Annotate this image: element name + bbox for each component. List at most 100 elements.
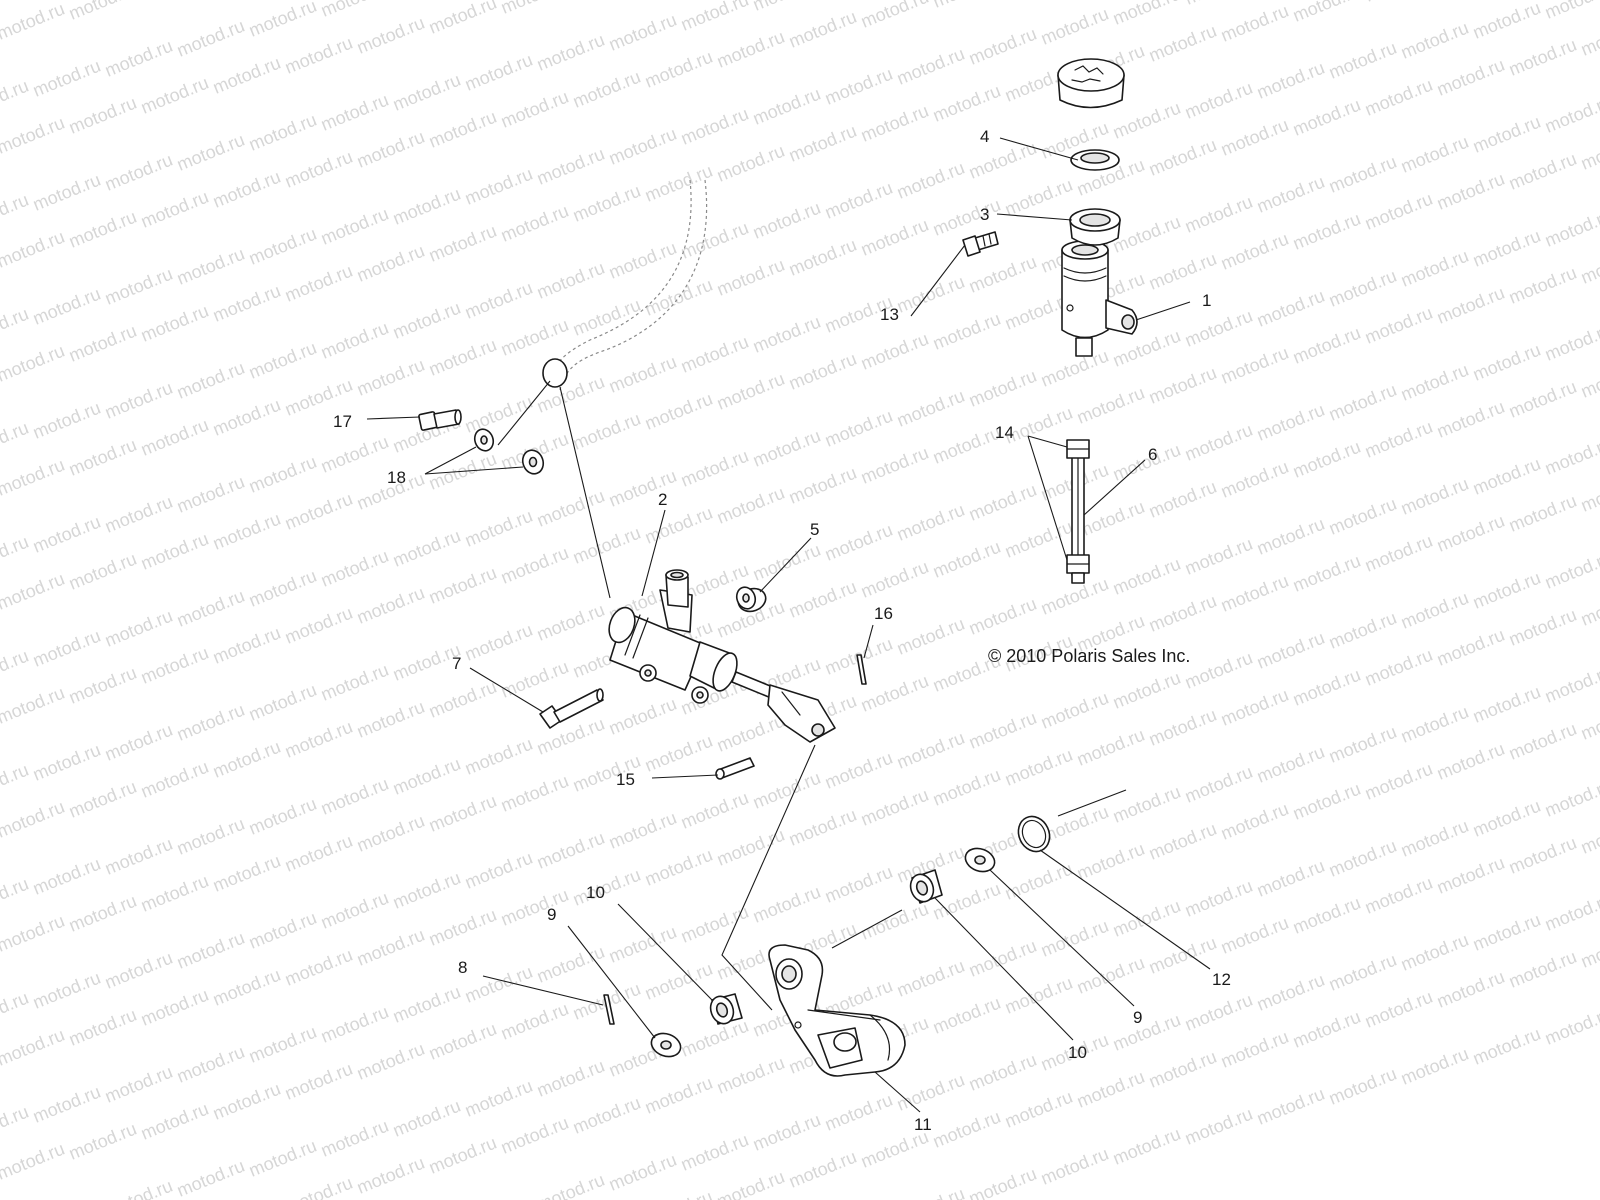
watermark-text: motod.ru (750, 1110, 823, 1155)
watermark-text: motod.ru (1434, 739, 1507, 784)
watermark-text: motod.ru (354, 127, 427, 172)
watermark-text: motod.ru (642, 503, 715, 548)
watermark-text: motod.ru (462, 620, 535, 665)
watermark-text: motod.ru (1434, 853, 1507, 898)
watermark-text: motod.ru (786, 1147, 859, 1192)
brake-pedal (768, 944, 906, 1077)
watermark-text: motod.ru (1146, 477, 1219, 522)
watermark-text: motod.ru (1326, 38, 1399, 83)
watermark-text: motod.ru (246, 110, 319, 155)
watermark-text: motod.ru (210, 737, 283, 782)
watermark-text: motod.ru (66, 0, 139, 24)
watermark-text: motod.ru (1182, 648, 1255, 693)
hose-banjo-fitting (542, 358, 568, 388)
watermark-text: motod.ru (210, 965, 283, 1010)
watermark-text: motod.ru (894, 1070, 967, 1115)
watermark-text: motod.ru (462, 962, 535, 1007)
watermark-text: motod.ru (282, 603, 355, 648)
watermark-text: motod.ru (498, 87, 571, 132)
watermark-text: motod.ru (210, 851, 283, 896)
cotter-pin-16 (856, 654, 867, 685)
watermark-text: motod.ru (642, 1073, 715, 1118)
watermark-text: motod.ru (966, 936, 1039, 981)
callout-5: 5 (810, 520, 819, 539)
callout-9-left: 9 (547, 905, 556, 924)
watermark-text: motod.ru (1002, 175, 1075, 220)
watermark-text: motod.ru (1542, 434, 1600, 479)
watermark-text: motod.ru (1146, 135, 1219, 180)
watermark-text: motod.ru (1362, 417, 1435, 462)
watermark-text: motod.ru (678, 218, 751, 263)
watermark-text: motod.ru (1398, 246, 1471, 291)
watermark-text: motod.ru (138, 871, 211, 916)
callout-13: 13 (880, 305, 899, 324)
watermark-text: motod.ru (138, 187, 211, 232)
watermark-text: motod.ru (1506, 833, 1579, 878)
watermark-text: motod.ru (282, 489, 355, 534)
watermark-text: motod.ru (750, 312, 823, 357)
watermark-text: motod.ru (1542, 662, 1600, 707)
watermark-text: motod.ru (930, 423, 1003, 468)
watermark-text: motod.ru (210, 509, 283, 554)
watermark-text: motod.ru (1578, 15, 1600, 60)
watermark-text: motod.ru (858, 215, 931, 260)
watermark-text: motod.ru (678, 0, 751, 35)
snap-ring-12 (1017, 815, 1051, 853)
watermark-text: motod.ru (1290, 95, 1363, 140)
watermark-text: motod.ru (354, 697, 427, 742)
watermark-text: motod.ru (1110, 668, 1183, 713)
watermark-text: motod.ru (894, 500, 967, 545)
watermark-text: motod.ru (786, 805, 859, 850)
watermark-text: motod.ru (1290, 209, 1363, 254)
watermark-text: motod.ru (966, 252, 1039, 297)
watermark-text: motod.ru (786, 7, 859, 52)
watermark-text: motod.ru (1218, 229, 1291, 274)
watermark-text: motod.ru (498, 543, 571, 588)
washer-18-b (521, 449, 545, 475)
watermark-text: motod.ru (966, 1164, 1039, 1200)
watermark-text: motod.ru (462, 164, 535, 209)
watermark-text: motod.ru (1002, 859, 1075, 904)
watermark-text: motod.ru (246, 794, 319, 839)
watermark-text: motod.ru (246, 224, 319, 269)
watermark-text: motod.ru (534, 30, 607, 75)
watermark-text: motod.ru (282, 717, 355, 762)
watermark-text: motod.ru (1254, 58, 1327, 103)
watermark-text: motod.ru (534, 486, 607, 531)
watermark-text: motod.ru (426, 1133, 499, 1178)
watermark-text: motod.ru (1470, 1024, 1543, 1069)
watermark-text: motod.ru (858, 557, 931, 602)
watermark-text: motod.ru (102, 264, 175, 309)
watermark-text: motod.ru (786, 577, 859, 622)
watermark-text: motod.ru (1398, 816, 1471, 861)
watermark-text: motod.ru (606, 922, 679, 967)
watermark-text: motod.ru (0, 455, 67, 500)
watermark-text: motod.ru (1578, 699, 1600, 744)
watermark-text: motod.ru (246, 0, 319, 41)
watermark-text: motod.ru (1470, 910, 1543, 955)
watermark-text: motod.ru (1506, 491, 1579, 536)
watermark-text: motod.ru (966, 138, 1039, 183)
watermark-text: motod.ru (858, 671, 931, 716)
watermark-text: motod.ru (210, 1079, 283, 1124)
watermark-text: motod.ru (1470, 796, 1543, 841)
callout-4: 4 (980, 127, 989, 146)
callout-17: 17 (333, 412, 352, 431)
watermark-text: motod.ru (894, 158, 967, 203)
watermark-text: motod.ru (570, 865, 643, 910)
watermark-text: motod.ru (1326, 722, 1399, 767)
watermark-text: motod.ru (1146, 705, 1219, 750)
watermark-text: motod.ru (318, 90, 391, 135)
watermark-text: motod.ru (390, 1096, 463, 1141)
watermark-text: motod.ru (606, 352, 679, 397)
watermark-text: motod.ru (30, 968, 103, 1013)
watermark-text: motod.ru (1578, 927, 1600, 972)
watermark-text: motod.ru (1038, 4, 1111, 49)
watermark-text: motod.ru (1506, 149, 1579, 194)
callout-14: 14 (995, 423, 1014, 442)
watermark-text: motod.ru (0, 683, 67, 728)
watermark-text: motod.ru (1578, 471, 1600, 516)
watermark-text: motod.ru (354, 1039, 427, 1084)
watermark-text: motod.ru (606, 808, 679, 853)
